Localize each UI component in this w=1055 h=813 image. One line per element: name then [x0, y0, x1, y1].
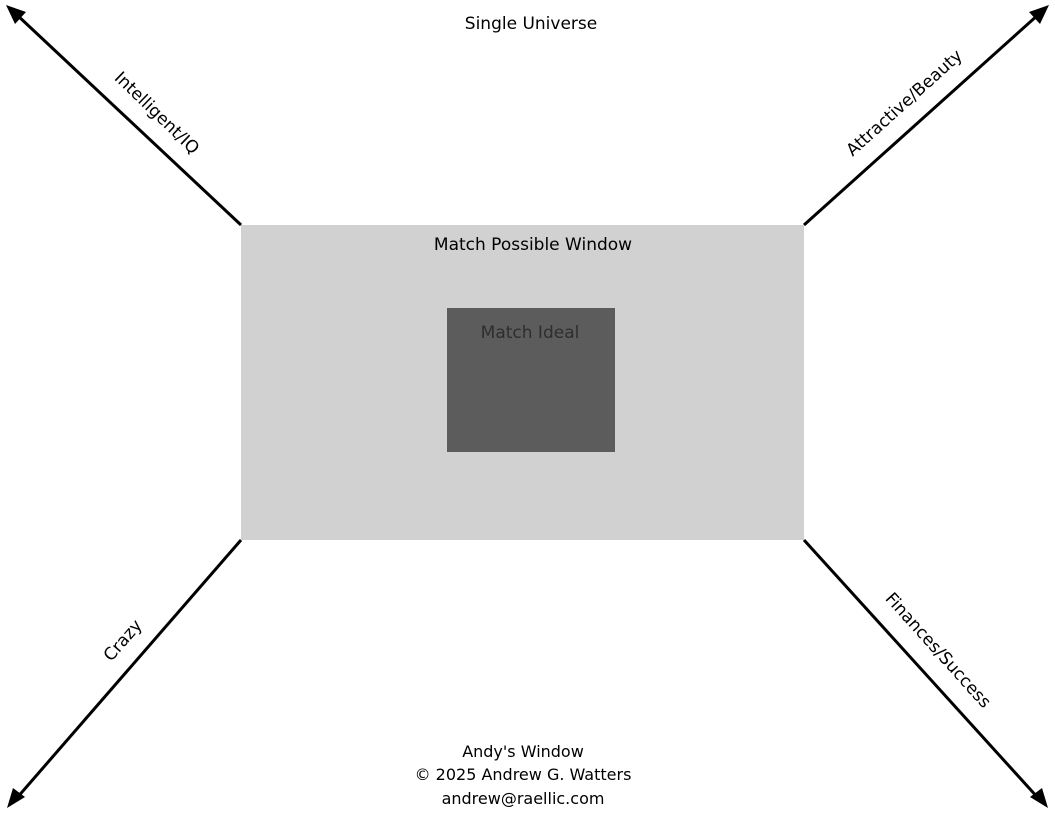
axis-label-finances: Finances/Success [881, 589, 995, 713]
axis-label-attractive: Attractive/Beauty [843, 46, 967, 161]
axis-line-bottom-right [802, 538, 1041, 801]
footer-copyright: © 2025 Andrew G. Watters [415, 765, 632, 784]
diagram-title: Single Universe [465, 14, 597, 34]
arrowhead-bottom-right-icon [1030, 788, 1048, 808]
axis-line-top-left [14, 12, 243, 227]
arrowhead-top-left-icon [6, 5, 26, 24]
match-ideal-label: Match Ideal [481, 323, 580, 343]
footer-title: Andy's Window [462, 742, 584, 761]
match-possible-window-label: Match Possible Window [434, 235, 632, 255]
match-ideal-box [447, 308, 615, 452]
arrowhead-bottom-left-icon [7, 788, 25, 808]
footer-email: andrew@raellic.com [442, 789, 605, 808]
axis-line-top-right [802, 12, 1041, 227]
arrowhead-top-right-icon [1029, 5, 1049, 24]
axis-line-bottom-left [14, 539, 243, 800]
